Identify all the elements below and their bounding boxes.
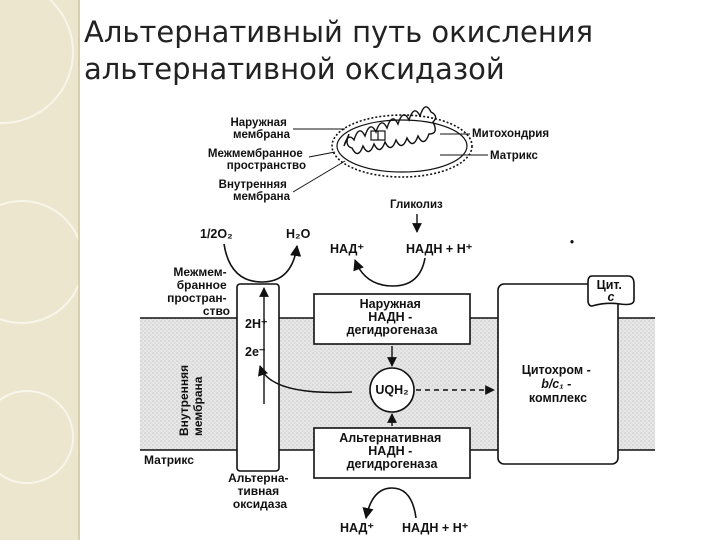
decor-divider — [78, 0, 80, 540]
bottom-nadh-label: НАДН + Н⁺ — [402, 521, 469, 535]
electron-flow-arrow — [258, 365, 353, 394]
cytochrome-complex-label: Цитохром - b/c₁ - комплекс — [522, 363, 595, 405]
matrix-label: Матрикс — [144, 453, 194, 467]
bottom-nad-label: НАД⁺ — [340, 521, 374, 535]
glycolysis-label: Гликолиз — [390, 199, 443, 211]
outer-nadh-dehydrogenase-label: Наружная НАДН - дегидрогеназа — [347, 297, 439, 337]
water-label: H₂O — [286, 227, 311, 241]
cytochrome-c-label: Цит. c — [597, 278, 626, 304]
ubiquinol-label: UQH₂ — [375, 383, 408, 397]
cytochrome-c-shape — [587, 275, 635, 307]
inner-membrane-vertical-label: Внутренняя мембрана — [177, 362, 205, 436]
top-nadh-label: НАДН + Н⁺ — [406, 242, 473, 256]
ubiquinol-circle — [369, 367, 415, 413]
alternative-oxidase-label: Альтерна- тивная оксидаза — [228, 471, 292, 511]
mitochondrion-inset — [331, 106, 473, 178]
oxygen-label: 1/2O₂ — [200, 227, 233, 241]
cytochrome-complex-box — [497, 283, 619, 465]
decor-ring — [0, 0, 74, 124]
decor-ring — [0, 390, 74, 484]
inner-membrane-label: Внутренняя мембрана — [219, 179, 291, 203]
left-space-label: Межмем- бранное простран- ство — [167, 265, 230, 318]
outer-nadh-dehydrogenase-box — [313, 293, 471, 345]
pointer-line — [292, 160, 346, 193]
electrons-label: 2e⁻ — [245, 345, 266, 359]
top-nad-label: НАД⁺ — [330, 242, 364, 256]
alternative-oxidase-diagram: Наружная мембрана Межмембранное простран… — [140, 106, 655, 535]
oxygen-to-water-arrow — [223, 243, 302, 283]
slide-decoration — [0, 0, 78, 540]
top-nad-arrow — [353, 257, 426, 287]
alternative-nadh-dehydrogenase-label: Альтернативная НАДН - дегидрогеназа — [339, 431, 445, 471]
alternative-nadh-dehydrogenase-box — [313, 427, 471, 479]
pointer-line — [308, 151, 336, 158]
protons-label: 2H⁺ — [245, 317, 268, 331]
alternative-oxidase-channel — [236, 283, 280, 472]
matrix-inset-label: Матрикс — [490, 150, 538, 162]
bottom-nadh-arrow — [362, 487, 417, 520]
mitochondrion-label: Митохондрия — [472, 128, 549, 140]
intermembrane-space-label: Межмембранное пространство — [208, 148, 306, 172]
decor-ring — [0, 200, 78, 324]
slide-title-line-2: альтернативной оксидазой — [84, 52, 505, 86]
outer-membrane-label: Наружная мембрана — [230, 117, 290, 141]
slide-title: Альтернативный путь окисления альтернати… — [84, 14, 714, 88]
stray-mark: • — [570, 237, 574, 249]
slide-title-line-1: Альтернативный путь окисления — [84, 15, 594, 49]
